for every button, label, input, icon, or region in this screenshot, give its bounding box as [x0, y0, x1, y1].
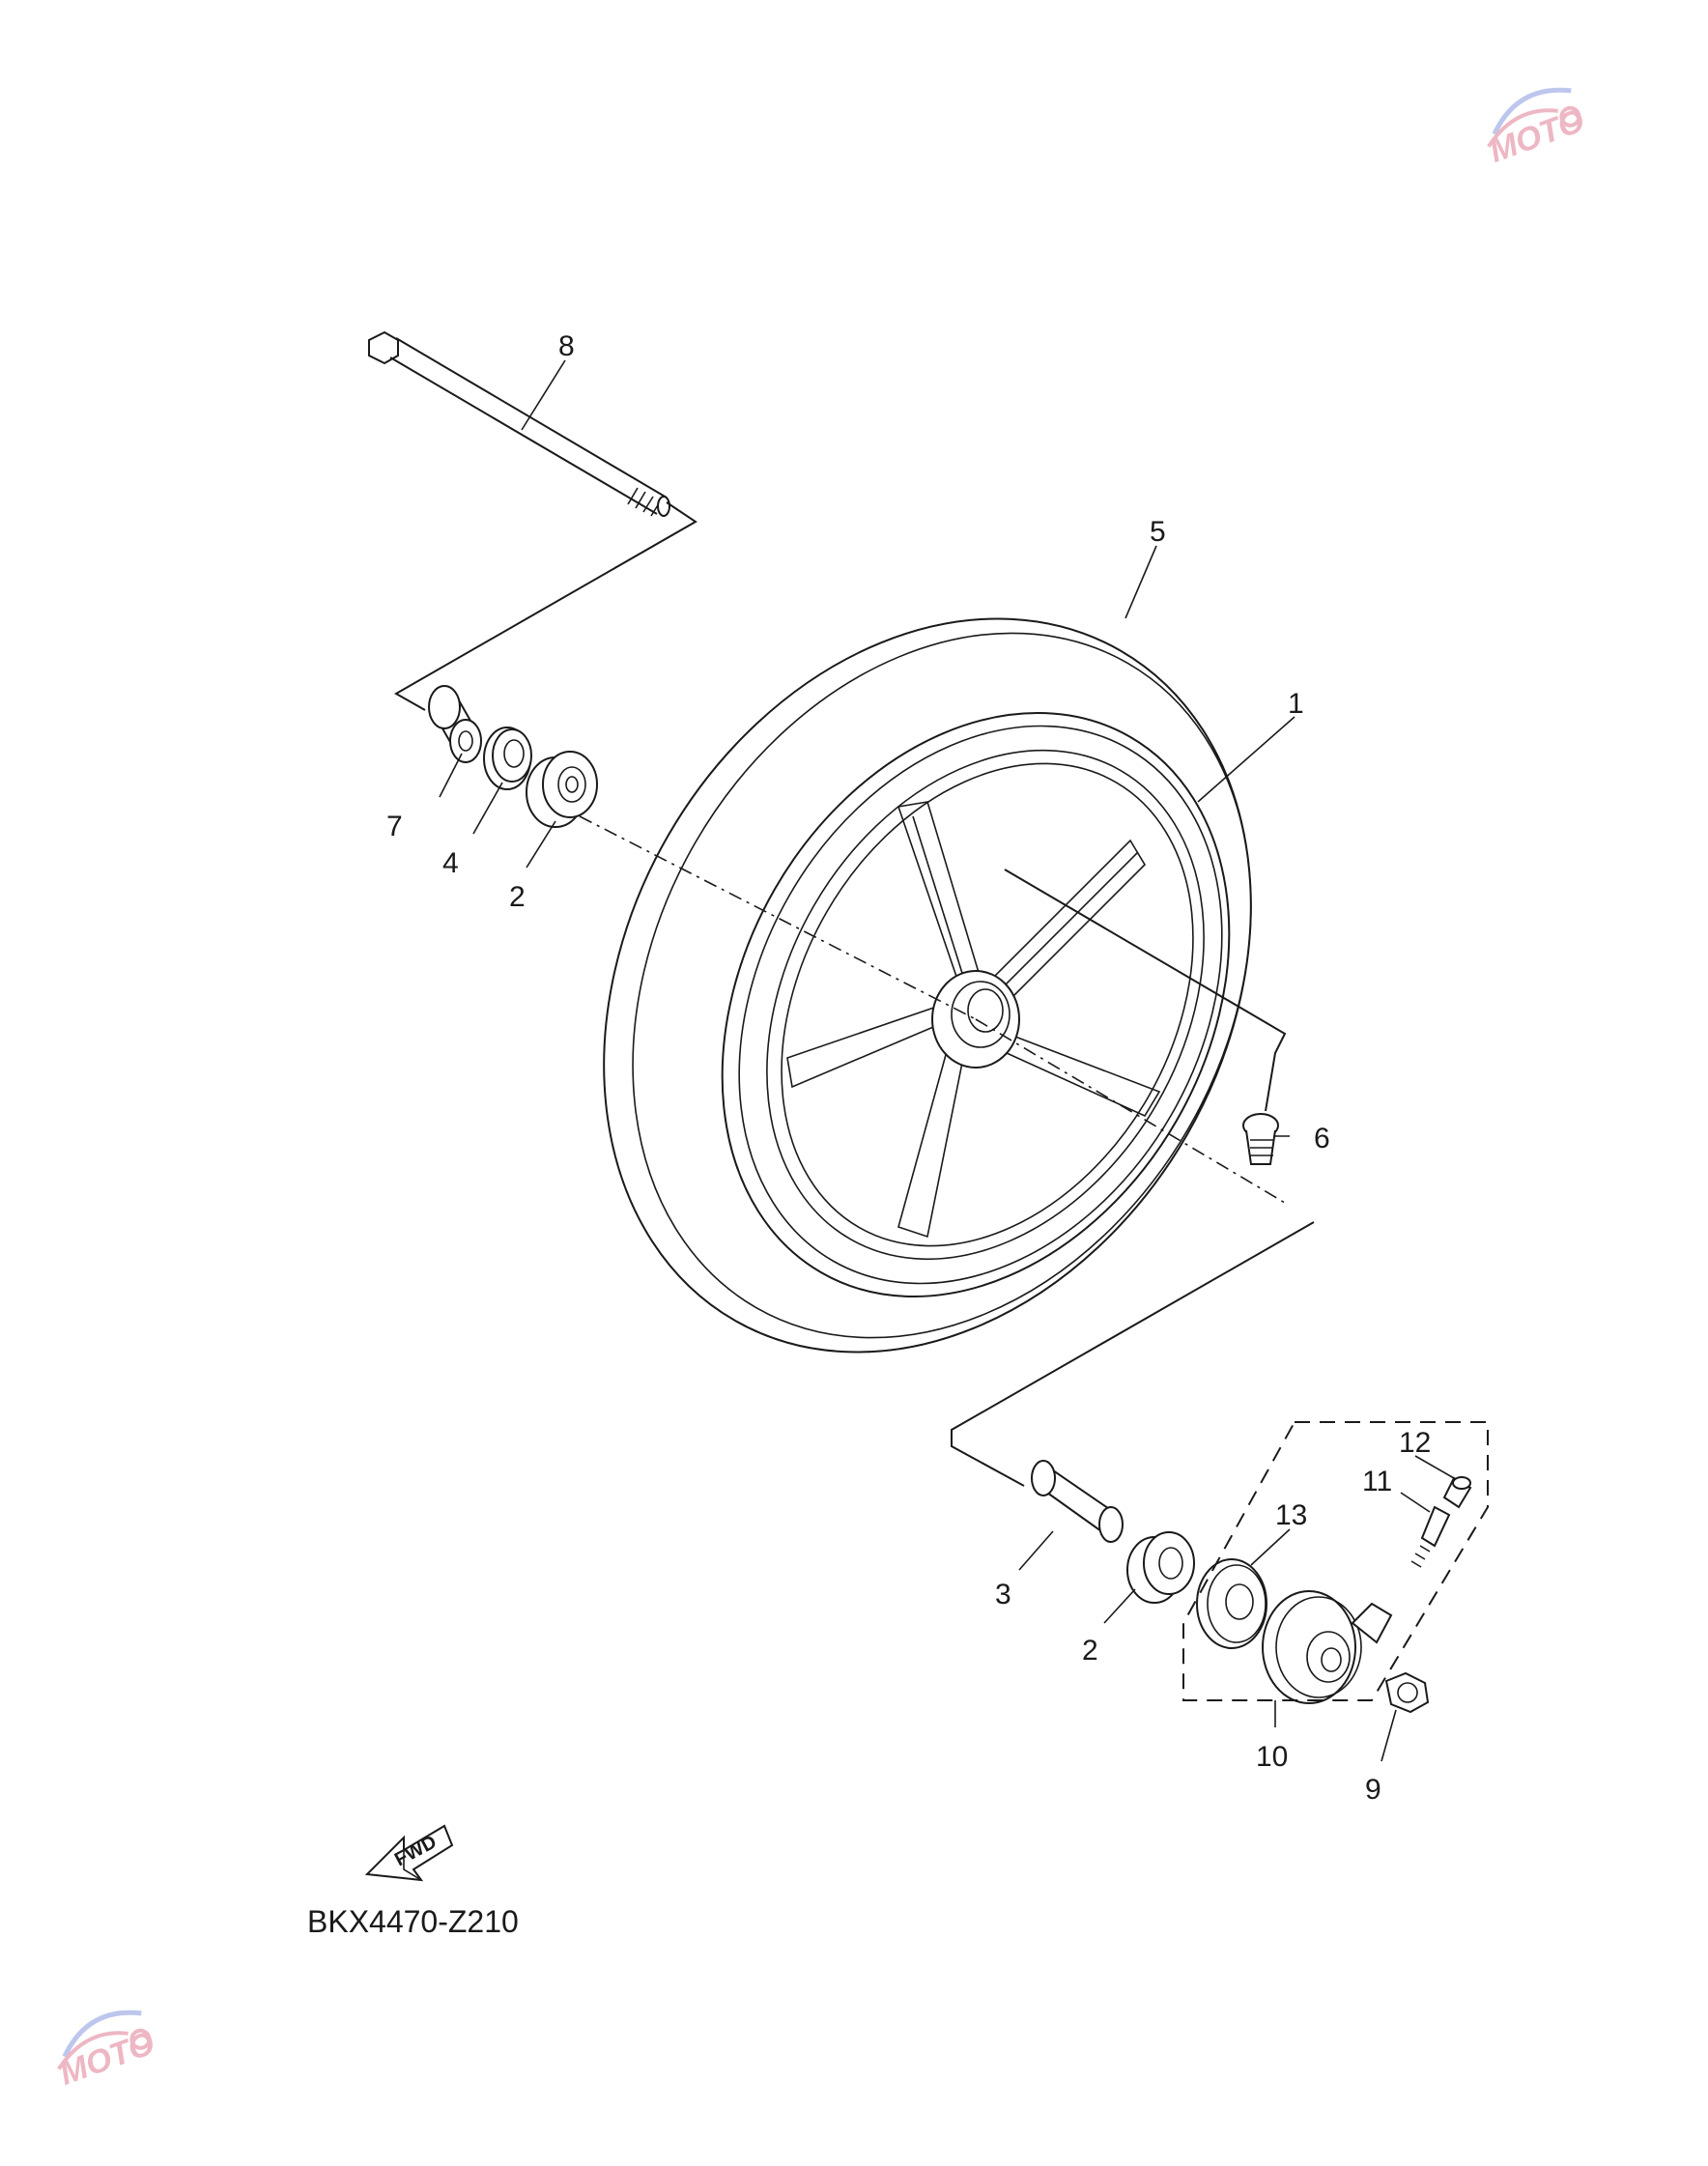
- cap-part-12: [1442, 1476, 1472, 1509]
- callout-leaders: [439, 359, 1455, 1762]
- watermark-logo-top: MOTO: [1485, 87, 1589, 170]
- gear-unit-group-box: [1182, 1421, 1489, 1701]
- axis-line-right: [975, 1018, 1286, 1204]
- callout-12: 12: [1399, 1427, 1431, 1459]
- valve-part-6: [1242, 1113, 1279, 1165]
- callout-11: 11: [1362, 1466, 1392, 1497]
- callout-8: 8: [558, 330, 575, 362]
- callout-2-left: 2: [509, 881, 526, 913]
- callout-labels: 8 5 1 7 4 2 6 12 11 13 3 2 10 9: [386, 330, 1431, 1806]
- callout-6: 6: [1314, 1123, 1330, 1154]
- axle-part-8: [368, 330, 670, 517]
- callout-4: 4: [442, 847, 459, 879]
- bearing-part-2-right: [1126, 1531, 1195, 1604]
- callout-5: 5: [1150, 516, 1166, 548]
- wheel-spokes: [786, 801, 1161, 1239]
- callout-13: 13: [1275, 1499, 1307, 1531]
- nut-part-9: [1384, 1671, 1430, 1714]
- watermark-logo-bottom: MOTO: [55, 2009, 159, 2093]
- bearing-part-2-left: [526, 751, 598, 828]
- collar-part-7: [428, 685, 482, 763]
- axle-leader-line: [393, 501, 697, 711]
- meter-gear-unit-part-10: [1262, 1590, 1393, 1704]
- oil-seal-part-4: [483, 727, 532, 790]
- callout-10: 10: [1256, 1741, 1288, 1773]
- axis-line-left: [579, 815, 977, 1020]
- screw-part-11: [1410, 1505, 1451, 1568]
- callout-7: 7: [386, 811, 403, 842]
- lower-leader-line: [951, 1221, 1315, 1487]
- diagram-code: BKX4470-Z210: [307, 1904, 519, 1939]
- callout-9: 9: [1365, 1774, 1381, 1806]
- callout-3: 3: [995, 1579, 1011, 1610]
- callout-2-right: 2: [1082, 1635, 1098, 1667]
- valve-leader-line: [1004, 869, 1287, 1112]
- callout-1: 1: [1288, 688, 1304, 720]
- oil-seal-part-13: [1196, 1558, 1267, 1649]
- spacer-part-3: [1031, 1460, 1124, 1543]
- fwd-arrow-icon: FWD: [364, 1824, 454, 1882]
